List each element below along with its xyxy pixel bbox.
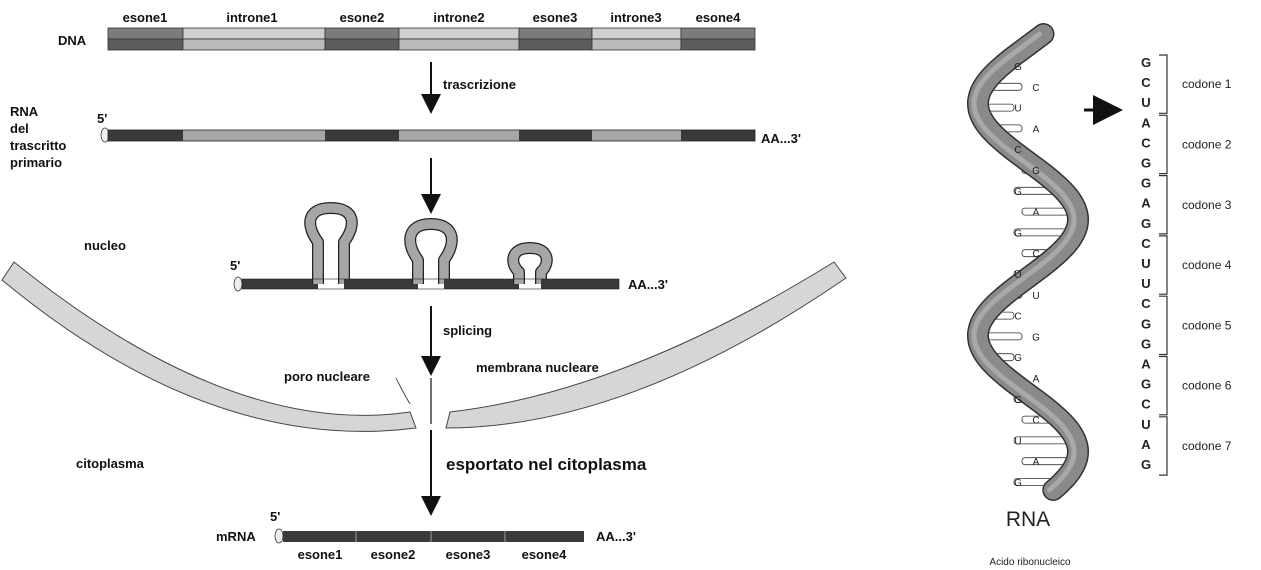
helix-base-letter: U	[1014, 436, 1021, 447]
dna-segment-label-esone4: esone4	[696, 10, 742, 25]
codon-base-letter: G	[1141, 216, 1151, 231]
codon-base-letter: U	[1141, 276, 1150, 291]
helix-base-letter: G	[1014, 395, 1022, 406]
primary-rna-label-line1: RNA	[10, 104, 39, 119]
mrna-five-prime: 5'	[270, 509, 280, 524]
helix-base-letter: A	[1033, 124, 1040, 135]
mrna-exon-label-3: esone3	[446, 547, 491, 562]
primary-rna-label-line3: trascritto	[10, 138, 66, 153]
codon-labels: codone 1 codone 2 codone 3 codone 4 codone 5…	[1182, 77, 1232, 453]
codon-base-letter: G	[1141, 176, 1151, 191]
codon-label: codone 6	[1182, 379, 1232, 393]
nuclear-membrane-label: membrana nucleare	[476, 360, 599, 375]
codon-bracket	[1159, 115, 1167, 173]
mrna-three-prime: AA...3'	[596, 529, 636, 544]
cytoplasm-label: citoplasma	[76, 456, 145, 471]
mrna-exon-label-2: esone2	[371, 547, 416, 562]
helix-base-letter: G	[1014, 187, 1022, 198]
mrna-strip	[275, 529, 584, 543]
helix-base-letter: C	[1032, 249, 1039, 260]
rna-helix	[974, 34, 1078, 490]
helix-base-letter: G	[1014, 62, 1022, 73]
helix-base-letter: A	[1033, 457, 1040, 468]
dna-segment-label-esone3: esone3	[533, 10, 578, 25]
primary-rna-strip	[101, 128, 755, 142]
codon-base-letter: U	[1141, 95, 1150, 110]
mrna-exon-label-1: esone1	[298, 547, 343, 562]
codon-label: codone 2	[1182, 137, 1232, 151]
nucleus-label: nucleo	[84, 238, 126, 253]
rna-subtitle: Acido ribonucleico	[989, 557, 1071, 568]
splicing-label: splicing	[443, 323, 492, 338]
nuclear-pore-label: poro nucleare	[284, 369, 370, 384]
helix-base-letter: G	[1014, 228, 1022, 239]
codon-base-letter: C	[1141, 135, 1151, 150]
transcription-label: trascrizione	[443, 77, 516, 92]
mrna-label: mRNA	[216, 529, 256, 544]
helix-base-letter: A	[1033, 208, 1040, 219]
codon-base-letter: U	[1141, 256, 1150, 271]
codon-base-letter: C	[1141, 236, 1151, 251]
helix-base-letter: C	[1032, 416, 1039, 427]
codon-base-letter: A	[1141, 357, 1151, 372]
codon-label: codone 5	[1182, 318, 1232, 332]
codon-base-letter: C	[1141, 296, 1151, 311]
helix-base-letter: U	[1014, 104, 1021, 115]
helix-base-letter: U	[1014, 270, 1021, 281]
rna-title: RNA	[1006, 508, 1050, 531]
dna-segment-label-esone1: esone1	[123, 10, 168, 25]
codon-bracket	[1159, 55, 1167, 113]
dna-segment-label-esone2: esone2	[340, 10, 385, 25]
codon-bracket	[1159, 236, 1167, 294]
codon-label: codone 3	[1182, 198, 1232, 212]
codon-base-letter: G	[1141, 55, 1151, 70]
codon-base-letter: G	[1141, 457, 1151, 472]
helix-base-letter: G	[1014, 353, 1022, 364]
primary-rna-five-prime: 5'	[97, 111, 107, 126]
codon-bracket	[1159, 417, 1167, 475]
codon-label: codone 7	[1182, 439, 1232, 453]
helix-base-letter: C	[1032, 83, 1039, 94]
loop-rna-three-prime: AA...3'	[628, 277, 668, 292]
dna-segment-label-introne1: introne1	[226, 10, 277, 25]
codon-brackets	[1159, 55, 1167, 475]
primary-rna-label-line4: primario	[10, 155, 62, 170]
codon-base-letter: G	[1141, 377, 1151, 392]
loop-rna-five-prime: 5'	[230, 258, 240, 273]
codon-bracket	[1159, 296, 1167, 354]
helix-base-letter: G	[1014, 478, 1022, 489]
codon-base-letter: G	[1141, 316, 1151, 331]
helix-base-letter: A	[1033, 374, 1040, 385]
dna-segment-label-introne3: introne3	[610, 10, 661, 25]
mrna-exon-label-4: esone4	[522, 547, 568, 562]
codon-label: codone 1	[1182, 77, 1232, 91]
nuclear-pore-pointer	[396, 378, 410, 404]
helix-base-letter: C	[1014, 145, 1021, 156]
primary-rna-label-line2: del	[10, 121, 29, 136]
codon-base-letter: C	[1141, 397, 1151, 412]
helix-base-letter: G	[1032, 166, 1040, 177]
codon-bracket	[1159, 176, 1167, 234]
helix-base-letter: C	[1014, 312, 1021, 323]
codon-base-letter: G	[1141, 156, 1151, 171]
codon-base-letter: G	[1141, 336, 1151, 351]
loop-rna-strand	[234, 208, 619, 291]
codon-base-letter: A	[1141, 115, 1151, 130]
nuclear-membrane	[2, 262, 846, 431]
codon-base-letter: U	[1141, 417, 1150, 432]
export-label: esportato nel citoplasma	[446, 455, 647, 474]
dna-segment-label-introne2: introne2	[433, 10, 484, 25]
codon-base-letter: C	[1141, 75, 1151, 90]
codon-bracket	[1159, 357, 1167, 415]
dna-strip	[108, 28, 755, 50]
codon-base-letter: A	[1141, 196, 1151, 211]
codon-label: codone 4	[1182, 258, 1232, 272]
primary-rna-three-prime: AA...3'	[761, 131, 801, 146]
helix-base-letter: G	[1032, 332, 1040, 343]
helix-base-letter: U	[1032, 291, 1039, 302]
codon-base-letter: A	[1141, 437, 1151, 452]
dna-label: DNA	[58, 33, 87, 48]
